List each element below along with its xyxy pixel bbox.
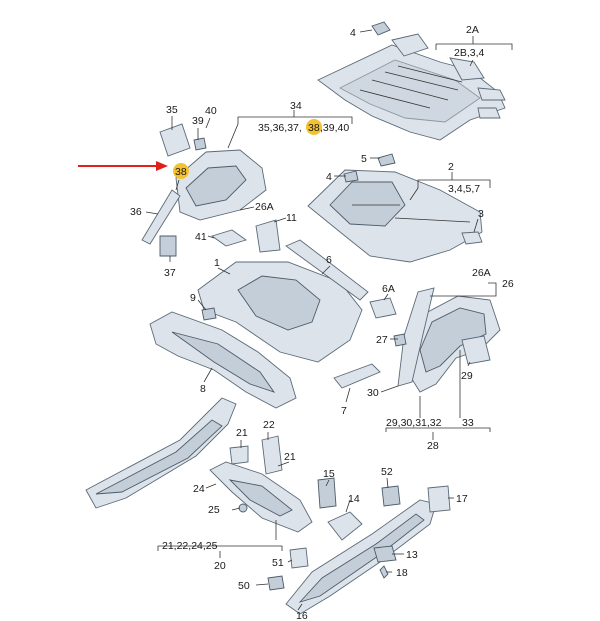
label-29: 29: [461, 370, 473, 382]
main-floor: [197, 239, 369, 363]
label-21-group: 21,22,24,25: [162, 540, 218, 552]
label-14: 14: [348, 493, 360, 505]
label-38: 38: [175, 166, 187, 178]
wheelhouse-right: [393, 287, 501, 393]
spare-wheel-well: [307, 169, 483, 263]
label-25: 25: [208, 504, 220, 516]
label-33: 33: [462, 417, 474, 429]
label-36: 36: [130, 206, 142, 218]
label-41: 41: [195, 231, 207, 243]
label-38-set: 38: [308, 122, 320, 134]
highlight-38-set: [306, 119, 322, 135]
label-2B: 2B,3,4: [454, 47, 485, 59]
part-labels: 4 2A 2B,3,4 34 35,36,37, 38 ,39,40 35 39…: [130, 24, 514, 621]
label-1: 1: [214, 257, 220, 269]
label-27: 27: [376, 334, 388, 346]
label-8: 8: [200, 383, 206, 395]
part-41-11: [210, 219, 281, 253]
label-13: 13: [406, 549, 418, 561]
label-29-group: 29,30,31,32: [386, 417, 442, 429]
label-21a: 21: [236, 427, 248, 439]
label-18: 18: [396, 567, 408, 579]
bracket-2a: [449, 57, 506, 119]
side-sill-right: [267, 477, 451, 615]
small-parts-center: [201, 297, 397, 389]
highlight-38-left: [173, 163, 189, 179]
label-24: 24: [193, 483, 205, 495]
label-39: 39: [192, 115, 204, 127]
bracket-37: [159, 235, 177, 257]
label-51: 51: [272, 557, 284, 569]
label-20: 20: [214, 560, 226, 572]
label-34: 34: [290, 100, 302, 112]
label-7: 7: [341, 405, 347, 417]
label-6A: 6A: [382, 283, 395, 295]
label-4b: 4: [326, 171, 332, 183]
wheelhouse-left: [159, 123, 267, 221]
label-17: 17: [456, 493, 468, 505]
red-arrow-icon: [78, 161, 168, 171]
label-35-set: 35,36,37,: [258, 122, 302, 134]
label-39-set: ,39,40: [320, 122, 349, 134]
label-3: 3: [478, 208, 484, 220]
small-parts-right: [343, 153, 483, 245]
label-2: 2: [448, 161, 454, 173]
label-6: 6: [326, 254, 332, 266]
side-sill-left: [85, 397, 237, 509]
label-16: 16: [296, 610, 308, 621]
label-21b: 21: [284, 451, 296, 463]
label-52: 52: [381, 466, 393, 478]
leader-lines: [145, 29, 513, 611]
label-30: 30: [367, 387, 379, 399]
label-15: 15: [323, 468, 335, 480]
longitudinal-member-8: [149, 311, 297, 409]
label-28: 28: [427, 440, 439, 452]
strut-36: [141, 189, 181, 245]
label-11: 11: [286, 212, 297, 224]
label-4a: 4: [350, 27, 356, 39]
label-26A-right: 26A: [472, 267, 491, 279]
label-3457: 3,4,5,7: [448, 183, 480, 195]
cross-member: [209, 435, 313, 533]
label-50: 50: [238, 580, 250, 592]
label-26A: 26A: [255, 201, 274, 213]
label-35: 35: [166, 104, 178, 116]
label-5: 5: [361, 153, 367, 165]
label-37: 37: [164, 267, 176, 279]
label-9: 9: [190, 292, 196, 304]
bracket-4-top: [371, 21, 429, 57]
label-40: 40: [205, 105, 217, 117]
label-26: 26: [502, 278, 514, 290]
label-22: 22: [263, 419, 275, 431]
label-2A: 2A: [466, 24, 479, 36]
